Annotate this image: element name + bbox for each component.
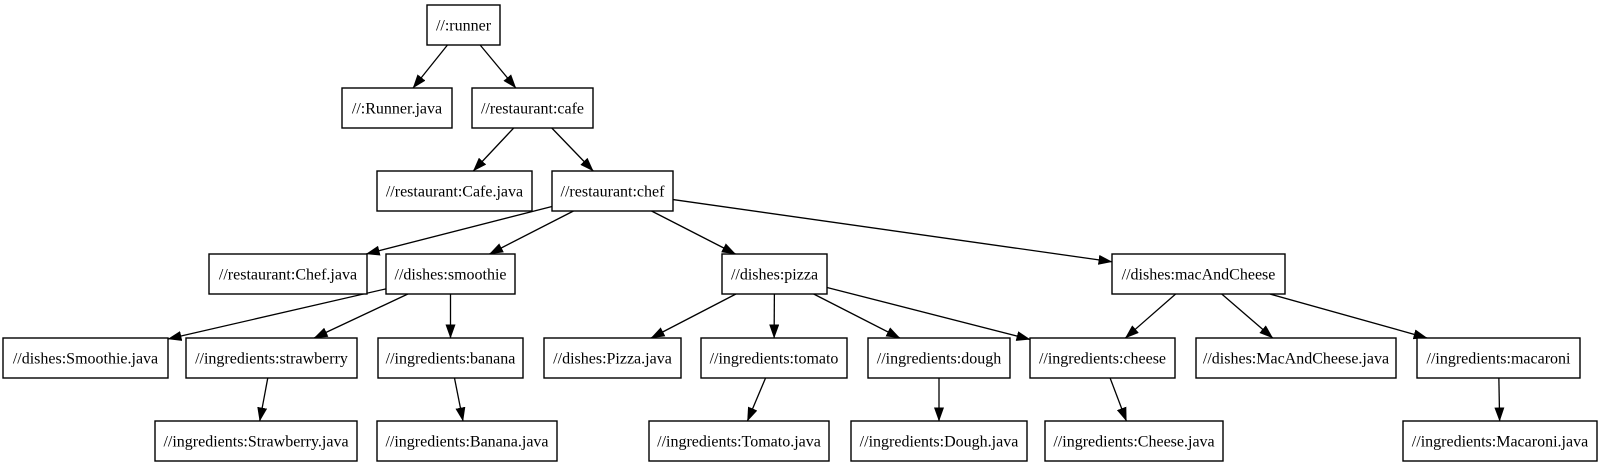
graph-edge-smoothie-to-strawberry: [313, 293, 409, 339]
graph-node-box: [1195, 337, 1397, 379]
graph-node-chef: //restaurant:chef: [551, 170, 674, 212]
graph-edge-smoothie-to-smoothie_java: [167, 288, 387, 341]
graph-node-label: //restaurant:cafe: [481, 101, 584, 118]
graph-node-box: [1029, 337, 1176, 379]
graph-node-label: //ingredients:macaroni: [1427, 351, 1572, 368]
graph-node-box: [377, 337, 524, 379]
graph-node-dough: //ingredients:dough: [867, 337, 1011, 379]
graph-node-box: [341, 87, 453, 129]
graph-node-label: //ingredients:banana: [386, 351, 516, 368]
graph-node-label: //restaurant:Chef.java: [219, 267, 357, 284]
graph-node-macaroni: //ingredients:macaroni: [1416, 337, 1581, 379]
graph-node-runner_java: //:Runner.java: [341, 87, 453, 129]
graph-edge-cafe-to-chef: [551, 127, 594, 172]
graph-node-macaroni_java: //ingredients:Macaroni.java: [1402, 420, 1598, 462]
graph-node-box: [1044, 420, 1224, 462]
graph-node-cafe: //restaurant:cafe: [471, 87, 594, 129]
graph-edge-cafe-to-cafe_java: [472, 127, 515, 172]
graph-node-chef_java: //restaurant:Chef.java: [208, 253, 368, 295]
graph-edge-chef-to-smoothie: [489, 210, 574, 255]
graph-node-label: //ingredients:Banana.java: [385, 434, 548, 451]
graph-node-box: [1402, 420, 1598, 462]
graph-node-box: [700, 337, 848, 379]
graph-node-banana_java: //ingredients:Banana.java: [376, 420, 558, 462]
graph-node-box: [154, 420, 358, 462]
graph-edge-pizza-to-cheese: [826, 286, 1031, 341]
graph-node-pizza: //dishes:pizza: [721, 253, 828, 295]
graph-edge-chef-to-mac_and_cheese: [672, 198, 1113, 265]
graph-node-box: [385, 253, 516, 295]
graph-node-label: //:runner: [436, 18, 492, 35]
graph-node-strawberry: //ingredients:strawberry: [185, 337, 358, 379]
graph-edge-mac_and_cheese-to-cheese: [1124, 293, 1177, 339]
graph-edge-mac_and_cheese-to-macaroni: [1269, 293, 1428, 340]
graph-node-tomato: //ingredients:tomato: [700, 337, 848, 379]
graph-node-label: //ingredients:Dough.java: [860, 434, 1019, 451]
graph-node-box: [551, 170, 674, 212]
graph-node-label: //restaurant:Cafe.java: [386, 184, 523, 201]
graph-edge-chef-to-chef_java: [365, 205, 553, 256]
graph-node-box: [2, 337, 169, 379]
graph-node-label: //ingredients:Tomato.java: [657, 434, 821, 451]
graph-node-dough_java: //ingredients:Dough.java: [850, 420, 1028, 462]
graph-node-box: [721, 253, 828, 295]
graph-node-label: //restaurant:chef: [561, 184, 666, 201]
graph-node-box: [185, 337, 358, 379]
graph-node-box: [1416, 337, 1581, 379]
graph-node-label: //dishes:pizza: [731, 267, 818, 284]
graph-node-label: //dishes:smoothie: [395, 267, 507, 284]
graph-node-label: //ingredients:tomato: [710, 351, 839, 368]
graph-edge-banana-to-banana_java: [453, 377, 466, 422]
graph-edge-runner-to-cafe: [479, 44, 517, 89]
graph-edge-tomato-to-tomato_java: [746, 377, 767, 422]
graph-edge-runner-to-runner_java: [412, 44, 448, 89]
graph-node-runner: //:runner: [426, 4, 501, 46]
graph-node-label: //dishes:macAndCheese: [1122, 267, 1276, 284]
graph-edge-strawberry-to-strawberry_java: [257, 377, 269, 422]
graph-node-tomato_java: //ingredients:Tomato.java: [648, 420, 830, 462]
graph-node-cheese: //ingredients:cheese: [1029, 337, 1176, 379]
graph-node-box: [426, 4, 501, 46]
edge-layer: [167, 44, 1505, 422]
graph-node-box: [867, 337, 1011, 379]
graph-edge-chef-to-pizza: [651, 210, 736, 255]
graph-node-label: //dishes:MacAndCheese.java: [1203, 351, 1389, 368]
graph-node-box: [850, 420, 1028, 462]
graph-node-box: [648, 420, 830, 462]
graph-node-box: [376, 420, 558, 462]
graph-edge-macaroni-to-macaroni_java: [1494, 377, 1505, 422]
graph-node-label: //:Runner.java: [352, 101, 442, 118]
graph-node-label: //dishes:Pizza.java: [553, 351, 672, 368]
graph-edge-pizza-to-pizza_java: [650, 293, 737, 339]
graph-node-mac_and_cheese: //dishes:macAndCheese: [1111, 253, 1286, 295]
graph-node-label: //dishes:Smoothie.java: [13, 351, 158, 368]
graph-node-label: //ingredients:Cheese.java: [1053, 434, 1214, 451]
graph-node-label: //ingredients:cheese: [1039, 351, 1166, 368]
graph-edge-mac_and_cheese-to-mac_and_cheese_java: [1221, 293, 1274, 339]
graph-node-cheese_java: //ingredients:Cheese.java: [1044, 420, 1224, 462]
graph-node-label: //ingredients:Strawberry.java: [163, 434, 348, 451]
graph-node-mac_and_cheese_java: //dishes:MacAndCheese.java: [1195, 337, 1397, 379]
graph-node-label: //ingredients:Macaroni.java: [1412, 434, 1588, 451]
graph-node-smoothie_java: //dishes:Smoothie.java: [2, 337, 169, 379]
graph-node-smoothie: //dishes:smoothie: [385, 253, 516, 295]
graph-node-strawberry_java: //ingredients:Strawberry.java: [154, 420, 358, 462]
graph-edge-pizza-to-dough: [813, 293, 901, 339]
graph-node-box: [471, 87, 594, 129]
graph-node-banana: //ingredients:banana: [377, 337, 524, 379]
graph-edge-cheese-to-cheese_java: [1109, 377, 1128, 422]
graph-node-box: [208, 253, 368, 295]
graph-node-label: //ingredients:strawberry: [195, 351, 348, 368]
graph-node-pizza_java: //dishes:Pizza.java: [543, 337, 682, 379]
graph-node-box: [376, 170, 533, 212]
graph-node-box: [543, 337, 682, 379]
graph-node-label: //ingredients:dough: [877, 351, 1001, 368]
graph-node-cafe_java: //restaurant:Cafe.java: [376, 170, 533, 212]
graph-node-box: [1111, 253, 1286, 295]
node-layer: //:runner //:Runner.java //restaurant:cafe…: [2, 4, 1598, 462]
